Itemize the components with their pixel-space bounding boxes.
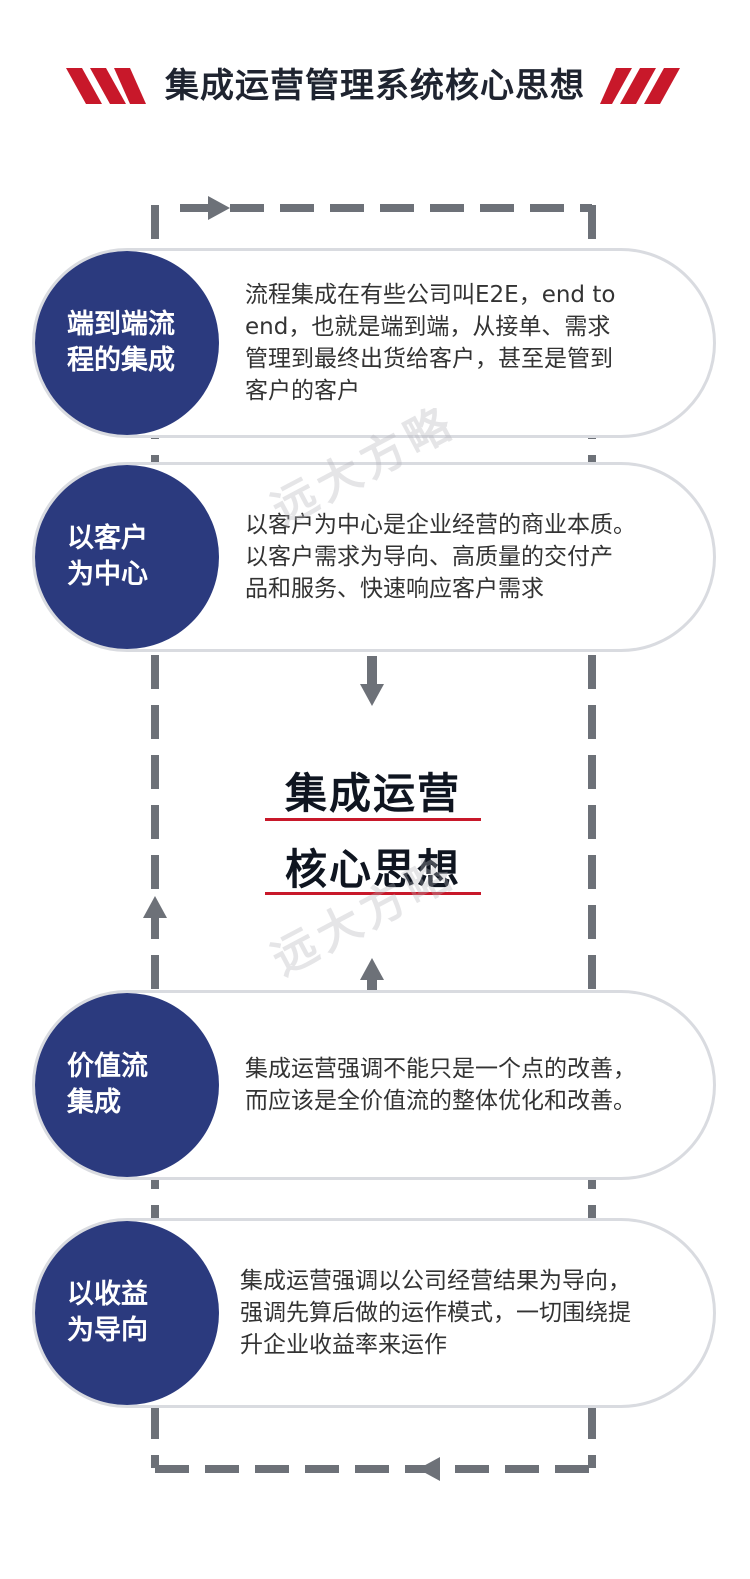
card-description: 以客户为中心是企业经营的商业本质。 以客户需求为导向、高质量的交付产 品和服务、… [245, 512, 636, 602]
right-stripes-decoration [600, 68, 680, 104]
center-underline-1 [265, 818, 481, 821]
arrow-up-icon [143, 896, 167, 918]
card-customer-centric: 以客户 为中心 以客户为中心是企业经营的商业本质。 以客户需求为导向、高质量的交… [32, 462, 716, 652]
card-circle: 以收益 为导向 [35, 1221, 219, 1405]
center-title-line1: 集成运营 [284, 769, 461, 818]
arrow-down-shaft [367, 656, 377, 686]
card-description: 集成运营强调以公司经营结果为导向， 强调先算后做的运作模式，一切围绕提 升企业收… [240, 1268, 631, 1358]
card-title: 以客户 为中心 [67, 523, 148, 590]
card-title: 端到端流 程的集成 [67, 309, 175, 376]
arrow-right-icon [208, 196, 230, 220]
center-title-line2: 核心思想 [284, 845, 461, 894]
card-circle: 端到端流 程的集成 [35, 251, 219, 435]
card-end-to-end: 端到端流 程的集成 流程集成在有些公司叫E2E，end to end，也就是端到… [32, 248, 716, 438]
card-description: 集成运营强调不能只是一个点的改善， 而应该是全价值流的整体优化和改善。 [245, 1056, 636, 1114]
card-value-stream: 价值流 集成 集成运营强调不能只是一个点的改善， 而应该是全价值流的整体优化和改… [32, 990, 716, 1180]
left-stripes-decoration [66, 68, 146, 104]
arrow-left-icon [418, 1457, 440, 1481]
card-circle: 价值流 集成 [35, 993, 219, 1177]
arrow-up-center-icon [360, 958, 384, 980]
card-description: 流程集成在有些公司叫E2E，end to end，也就是端到端，从接单、需求 管… [245, 282, 616, 404]
header: 集成运营管理系统核心思想 [0, 62, 750, 112]
center-underline-2 [265, 892, 481, 895]
arrow-down-icon [360, 684, 384, 706]
card-title: 以收益 为导向 [67, 1279, 148, 1346]
card-title: 价值流 集成 [67, 1051, 148, 1118]
arrow-up-center-shaft [367, 978, 377, 992]
page-title: 集成运营管理系统核心思想 [165, 66, 585, 106]
card-circle: 以客户 为中心 [35, 465, 219, 649]
card-profit-oriented: 以收益 为导向 集成运营强调以公司经营结果为导向， 强调先算后做的运作模式，一切… [32, 1218, 716, 1408]
